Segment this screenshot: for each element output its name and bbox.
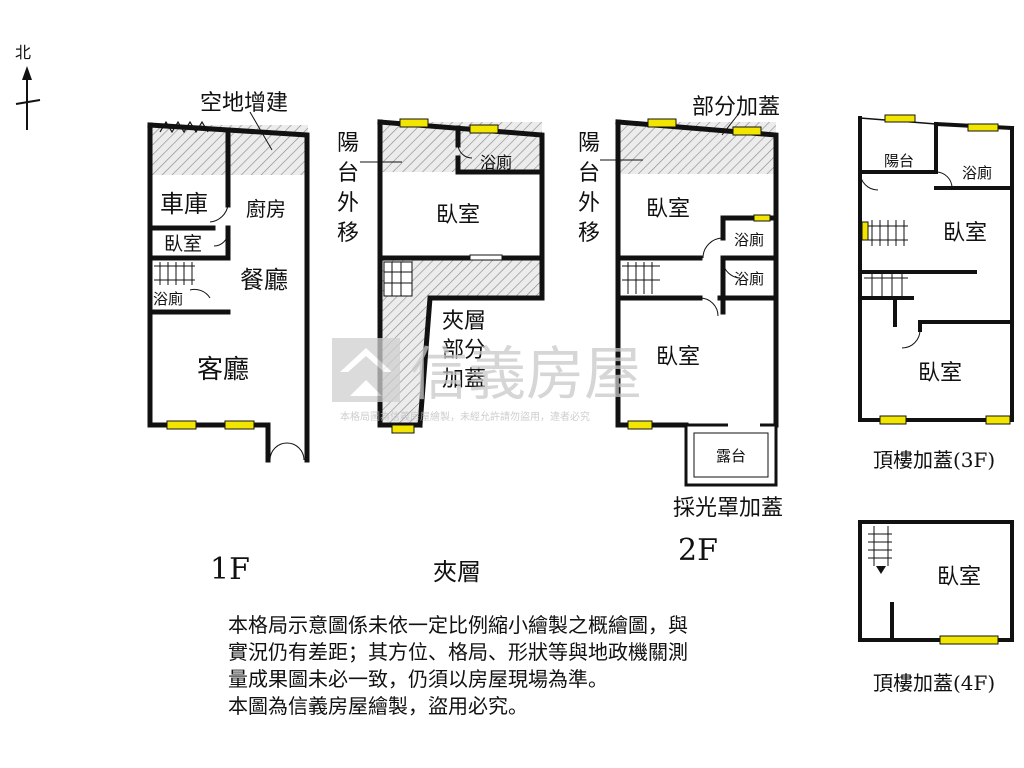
2f-door-bath-2 [722, 261, 741, 279]
3f-stair-window [861, 221, 869, 241]
2f-balcony-note-char: 陽 [578, 131, 600, 156]
2f-balcony-note-char: 外 [578, 191, 600, 216]
2f-balcony-note-char: 台 [578, 161, 600, 186]
3f-room-balcony: 陽台 [884, 152, 914, 170]
2f-stairs [622, 262, 660, 294]
2f-window [647, 118, 677, 128]
brand-logo-icon [332, 338, 400, 402]
4f-window [939, 635, 999, 645]
disclaimer-line: 本圖為信義房屋繪製，盜用必究。 [228, 694, 528, 718]
2f-door-bath-1 [702, 237, 724, 259]
3f-door-balcony [859, 171, 879, 191]
compass-cross [15, 99, 41, 105]
4f-stairs [868, 526, 892, 566]
2f-window [627, 420, 653, 430]
mezz-balcony-note-char: 台 [337, 161, 359, 186]
floor-3f-rooftop: 陽台 浴廁 臥室 臥室 頂樓加蓋(3F) [858, 114, 1015, 472]
mezz-partial-note: 夾層 部分 加蓋 [442, 309, 486, 392]
2f-room-bath-2: 浴廁 [734, 270, 764, 288]
2f-window [732, 126, 762, 136]
4f-walls [858, 520, 1014, 642]
1f-room-living: 客廳 [197, 355, 249, 385]
3f-caption: 頂樓加蓋(3F) [873, 448, 995, 472]
mezz-room-bathroom: 浴廁 [480, 153, 512, 172]
1f-room-kitchen: 廚房 [246, 197, 286, 221]
2f-top-pointer [721, 111, 741, 136]
2f-terrace [684, 423, 778, 487]
2f-room-bath-1: 浴廁 [734, 231, 764, 249]
mezz-balcony-note: 陽 台 外 移 [337, 131, 359, 246]
disclaimer-line: 實況仍有差距；其方位、格局、形狀等與地政機關測 [228, 640, 688, 664]
1f-zigzag [159, 120, 209, 134]
north-arrow-icon [22, 66, 32, 80]
4f-room-bedroom: 臥室 [937, 565, 981, 590]
1f-extension-pointer [249, 111, 273, 151]
2f-door-bedroom [699, 297, 719, 317]
3f-stairs [864, 220, 908, 296]
1f-window [166, 420, 197, 430]
3f-window [985, 415, 1011, 425]
2f-top-note: 部分加蓋 [692, 95, 780, 120]
compass: 北 [15, 43, 41, 130]
1f-extension-label: 空地增建 [200, 91, 288, 116]
1f-window [224, 420, 255, 430]
mezz-balcony-note-char: 陽 [337, 131, 359, 156]
mezz-partial-note-line: 加蓋 [442, 367, 486, 392]
watermark: 信義房屋 本格局圖為信義房屋繪製，未經允許請勿盜用，違者必究 [332, 338, 642, 423]
2f-balcony-note: 陽 台 外 移 [578, 131, 600, 246]
mezz-partial-note-line: 部分 [442, 338, 486, 363]
mezz-window [469, 124, 499, 134]
mezz-partial-hatch [380, 258, 542, 425]
1f-door-entry [269, 442, 305, 461]
3f-window [884, 114, 916, 123]
2f-room-bedroom-top: 臥室 [646, 197, 690, 222]
4f-stair-arrow-icon [876, 566, 886, 574]
2f-room-bedroom-bottom: 臥室 [656, 345, 700, 370]
2f-skylight-note: 採光罩加蓋 [673, 496, 783, 521]
mezz-window-inner [469, 254, 503, 261]
3f-walls [858, 116, 1015, 422]
3f-window [879, 415, 907, 425]
2f-caption: 2F [678, 533, 718, 568]
3f-window [967, 123, 999, 132]
mezz-window [391, 424, 415, 434]
3f-door-bedroom [901, 329, 921, 349]
mezz-caption: 夾層 [433, 558, 481, 586]
mezz-door-bath [457, 144, 473, 159]
2f-window [753, 214, 771, 222]
1f-caption: 1F [210, 552, 250, 587]
3f-door-bath [935, 171, 953, 189]
watermark-brand: 信義房屋 [410, 340, 642, 408]
mezz-balcony-note-char: 外 [337, 191, 359, 216]
disclaimer-line: 量成果圖未必一致，仍須以房屋現場為準。 [228, 667, 608, 691]
mezz-room-bedroom: 臥室 [436, 203, 480, 228]
floor-4f-rooftop: 臥室 頂樓加蓋(4F) [858, 520, 1014, 695]
mezz-balcony-note-char: 移 [337, 221, 359, 246]
1f-door-bath [189, 288, 211, 299]
1f-door-kitchen [209, 204, 229, 223]
2f-room-terrace: 露台 [716, 447, 746, 465]
floor-1f: 空地增建 車庫 廚房 臥室 餐廳 浴廁 客廳 1F [147, 91, 310, 587]
disclaimer-line: 本格局示意圖係未依一定比例縮小繪製之概繪圖，與 [228, 613, 688, 637]
3f-room-bedroom-1: 臥室 [943, 221, 987, 246]
mezz-window [399, 118, 429, 128]
floor-mezzanine: 陽 台 外 移 浴廁 臥室 夾層 部分 加蓋 夾層 [337, 118, 545, 586]
watermark-tagline: 本格局圖為信義房屋繪製，未經允許請勿盜用，違者必究 [340, 410, 590, 423]
1f-room-dining: 餐廳 [240, 266, 288, 294]
mezz-stairs [383, 261, 413, 297]
floor-2f: 部分加蓋 陽 台 外 移 臥室 浴廁 浴廁 臥室 露台 採光罩加蓋 2F [578, 95, 783, 568]
1f-room-bedroom: 臥室 [164, 233, 202, 255]
2f-balcony-note-char: 移 [578, 221, 600, 246]
4f-caption: 頂樓加蓋(4F) [873, 671, 995, 695]
1f-room-bathroom: 浴廁 [153, 290, 183, 308]
1f-stairs [154, 262, 195, 285]
3f-room-bedroom-2: 臥室 [918, 361, 962, 386]
compass-north-label: 北 [15, 43, 31, 62]
1f-room-garage: 車庫 [160, 190, 208, 218]
mezz-partial-note-line: 夾層 [442, 309, 486, 334]
1f-door-bedroom [213, 231, 229, 247]
3f-room-bathroom: 浴廁 [962, 164, 992, 182]
disclaimer: 本格局示意圖係未依一定比例縮小繪製之概繪圖，與 實況仍有差距；其方位、格局、形狀… [228, 612, 788, 720]
